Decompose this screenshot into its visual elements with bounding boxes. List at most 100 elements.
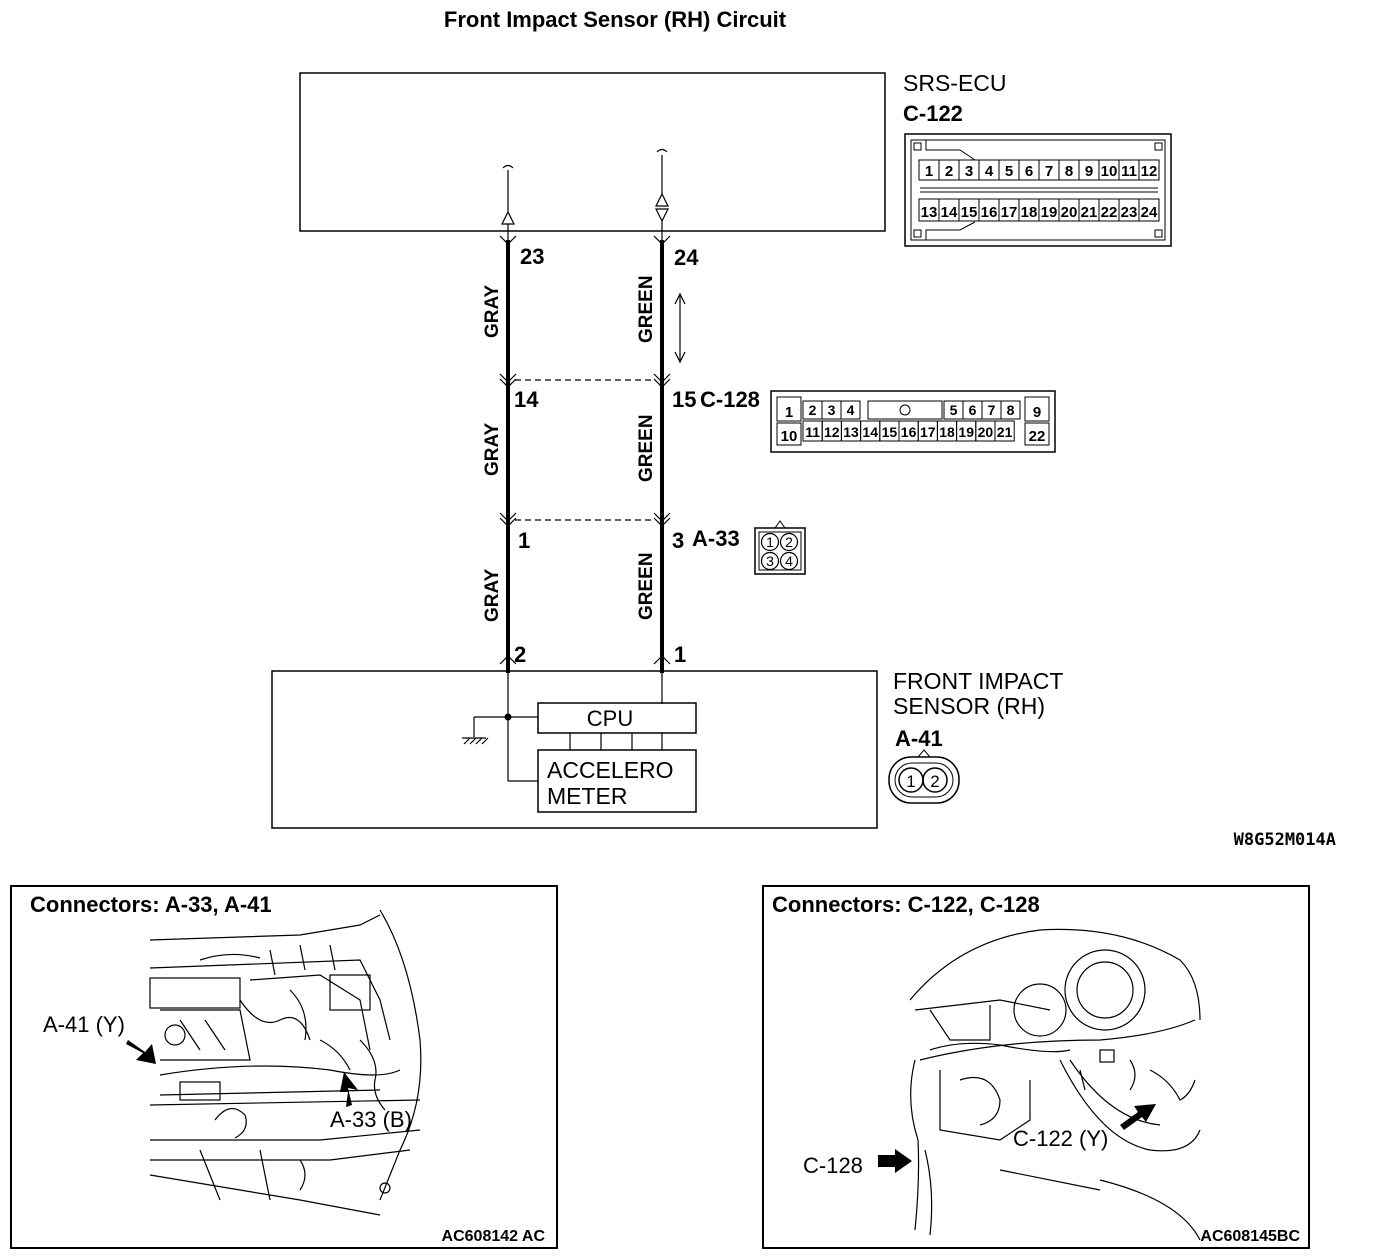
c128-pin-1: 1	[785, 404, 793, 421]
c128-pin-19: 19	[958, 424, 974, 440]
sensor-pin-right: 1	[674, 642, 686, 667]
c128-pin-8: 8	[1007, 402, 1015, 418]
srs-ecu-connector-label: C-122	[903, 101, 963, 126]
c122-pin-23: 23	[1121, 204, 1138, 221]
c128-pin-18: 18	[939, 424, 955, 440]
c122-pin-5: 5	[1005, 163, 1013, 180]
c128-pin-right: 15	[672, 387, 696, 412]
c128-pin-13: 13	[843, 424, 859, 440]
c122-pin-19: 19	[1041, 204, 1058, 221]
cpu-label: CPU	[587, 706, 633, 731]
arrow-c128-icon	[878, 1149, 912, 1173]
c122-pin-1: 1	[925, 163, 933, 180]
c128-pin-22: 22	[1029, 428, 1046, 445]
c128-pin-11: 11	[805, 424, 820, 440]
c122-pin-7: 7	[1045, 163, 1053, 180]
c128-pin-9: 9	[1033, 404, 1041, 421]
c128-pin-16: 16	[901, 424, 917, 440]
diagram-code: W8G52M014A	[1234, 830, 1336, 850]
c122-pin-12: 12	[1141, 163, 1158, 180]
bidirectional-signal-arrow-icon	[674, 292, 686, 364]
callout-a33: A-33 (B)	[330, 1107, 412, 1132]
accelerometer-label-line2: METER	[547, 783, 628, 809]
wire-label-green-1: GREEN	[636, 275, 657, 343]
a33-label: A-33	[692, 526, 740, 551]
engine-bay-illustration	[149, 909, 422, 1216]
c122-pin-22: 22	[1101, 204, 1118, 221]
a41-connector-face: 1 2	[888, 749, 960, 804]
c128-pin-12: 12	[824, 424, 840, 440]
c128-pin-14: 14	[862, 424, 878, 440]
c128-pin-2: 2	[809, 402, 817, 418]
c128-pin-4: 4	[847, 402, 855, 418]
a33-pin-2: 2	[785, 534, 793, 550]
ecu-internal-terminal-right	[655, 148, 669, 240]
a41-pin-2: 2	[930, 772, 939, 791]
panel-connectors-a33-a41: Connectors: A-33, A-41	[10, 885, 558, 1249]
c122-pin-21: 21	[1081, 204, 1098, 221]
dashboard-illustration	[909, 928, 1201, 1241]
c122-pin-6: 6	[1025, 163, 1033, 180]
sensor-name-line1: FRONT IMPACT	[893, 668, 1063, 694]
panel-left-title: Connectors: A-33, A-41	[30, 892, 272, 917]
c128-pin-5: 5	[950, 402, 958, 418]
panel-right-code: AC608145BC	[1200, 1228, 1300, 1245]
sensor-name-line2: SENSOR (RH)	[893, 693, 1045, 719]
callout-c128: C-128	[803, 1153, 863, 1178]
srs-ecu-label: SRS-ECU	[903, 70, 1007, 96]
c122-pin-4: 4	[985, 163, 994, 180]
wire-label-green-2: GREEN	[636, 414, 657, 482]
arrow-a33-icon	[340, 1072, 358, 1107]
c122-pin-9: 9	[1085, 163, 1093, 180]
c128-pin-17: 17	[920, 424, 936, 440]
c128-pin-21: 21	[997, 424, 1013, 440]
c122-pin-24: 24	[1141, 204, 1158, 221]
arrow-c122-icon	[1120, 1104, 1156, 1130]
a33-pin-right: 3	[672, 528, 684, 553]
c122-pin-10: 10	[1101, 163, 1118, 180]
ecu-pin-left: 23	[520, 244, 544, 269]
ecu-pin-right: 24	[674, 245, 699, 270]
sensor-pin-left: 2	[514, 642, 526, 667]
connector-chevrons	[499, 235, 671, 665]
c122-pin-2: 2	[945, 163, 953, 180]
accelerometer-label-line1: ACCELERO	[547, 757, 674, 783]
c128-pin-10: 10	[781, 428, 798, 445]
ecu-internal-terminal-left	[501, 164, 515, 240]
c122-pin-8: 8	[1065, 163, 1073, 180]
arrow-a41-icon	[126, 1040, 156, 1064]
wire-label-green-3: GREEN	[636, 552, 657, 620]
ground-icon	[462, 737, 489, 745]
a41-pin-1: 1	[906, 772, 915, 791]
callout-c122: C-122 (Y)	[1013, 1126, 1108, 1151]
c122-pin-16: 16	[981, 204, 998, 221]
c128-pin-6: 6	[969, 402, 977, 418]
c122-pin-11: 11	[1121, 163, 1137, 180]
c128-pin-left: 14	[514, 387, 539, 412]
c128-pin-3: 3	[828, 402, 836, 418]
c122-pin-17: 17	[1001, 204, 1018, 221]
wire-label-gray-2: GRAY	[482, 423, 503, 476]
a33-pin-3: 3	[766, 553, 774, 569]
c128-label: C-128	[700, 387, 760, 412]
srs-ecu-box	[299, 72, 886, 232]
wire-label-gray-3: GRAY	[482, 569, 503, 622]
accelerometer-box	[537, 749, 697, 813]
a33-pin-1: 1	[766, 534, 774, 550]
panel-left-code: AC608142 AC	[442, 1228, 546, 1245]
c122-pin-14: 14	[941, 204, 958, 221]
c122-pin-20: 20	[1061, 204, 1078, 221]
a33-pin-4: 4	[785, 553, 793, 569]
c128-pin-7: 7	[988, 402, 996, 418]
panel-right-title: Connectors: C-122, C-128	[772, 892, 1040, 917]
callout-a41: A-41 (Y)	[43, 1012, 125, 1037]
cpu-box	[537, 702, 697, 734]
c122-pin-15: 15	[961, 204, 978, 221]
panel-connectors-c122-c128: Connectors: C-122, C-128 C-1	[762, 885, 1310, 1249]
sensor-connector-label: A-41	[895, 726, 943, 751]
c122-pin-3: 3	[965, 163, 973, 180]
